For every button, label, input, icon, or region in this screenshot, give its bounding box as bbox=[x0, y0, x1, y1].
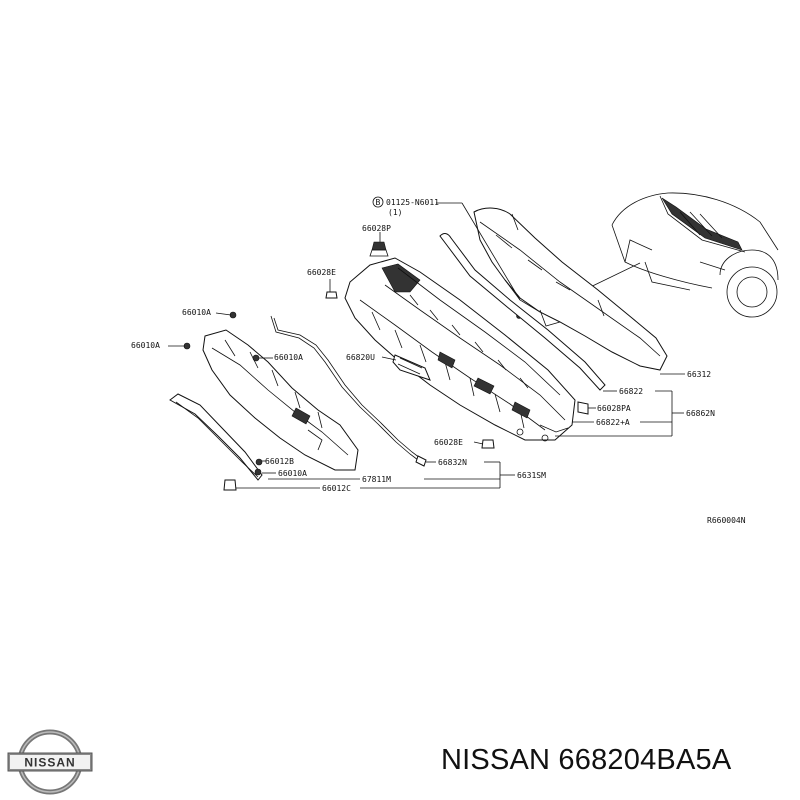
label-ref-code: R660004N bbox=[707, 516, 746, 525]
label-66010a-2: 66010A bbox=[131, 341, 160, 350]
label-67811m: 67811M bbox=[362, 475, 391, 484]
label-66862n: 66862N bbox=[686, 409, 715, 418]
side-cowl-panel bbox=[202, 329, 359, 471]
label-66012c: 66012C bbox=[322, 484, 351, 493]
cowl-seal-strip bbox=[439, 233, 606, 391]
logo-text: NISSAN bbox=[24, 756, 75, 770]
label-66832n: 66832N bbox=[438, 458, 467, 467]
label-66010a-4: 66010A bbox=[278, 469, 307, 478]
callout-labels: B 01125-N6011 (1) 66028P 66028E 66010A 6… bbox=[131, 196, 746, 525]
washer-hose bbox=[270, 315, 427, 467]
car-front-inset bbox=[611, 192, 779, 318]
label-66028e: 66028E bbox=[307, 268, 336, 277]
label-66028p: 66028P bbox=[362, 224, 391, 233]
label-66822a: 66822+A bbox=[596, 418, 630, 427]
label-66028e-2: 66028E bbox=[434, 438, 463, 447]
part-number-caption: NISSAN 668204BA5A bbox=[441, 744, 732, 776]
label-66820u: 66820U bbox=[346, 353, 375, 362]
label-6631sm: 6631SM bbox=[517, 471, 546, 480]
cowl-side-strip bbox=[169, 393, 263, 481]
label-bolt-circle: B bbox=[376, 198, 381, 207]
label-66010a-1: 66010A bbox=[182, 308, 211, 317]
bolt-circle bbox=[372, 196, 384, 208]
label-66012b: 66012B bbox=[265, 457, 294, 466]
label-66312: 66312 bbox=[687, 370, 711, 379]
cowl-panel-assembly bbox=[344, 257, 576, 442]
label-66822: 66822 bbox=[619, 387, 643, 396]
label-66010a-3: 66010A bbox=[274, 353, 303, 362]
label-bolt-qty: (1) bbox=[388, 208, 402, 217]
leader-lines bbox=[168, 202, 685, 489]
label-66028pa: 66028PA bbox=[597, 404, 631, 413]
label-bolt-code: 01125-N6011 bbox=[386, 198, 439, 207]
nissan-logo: NISSAN bbox=[7, 729, 93, 795]
cowl-filler bbox=[392, 354, 431, 381]
